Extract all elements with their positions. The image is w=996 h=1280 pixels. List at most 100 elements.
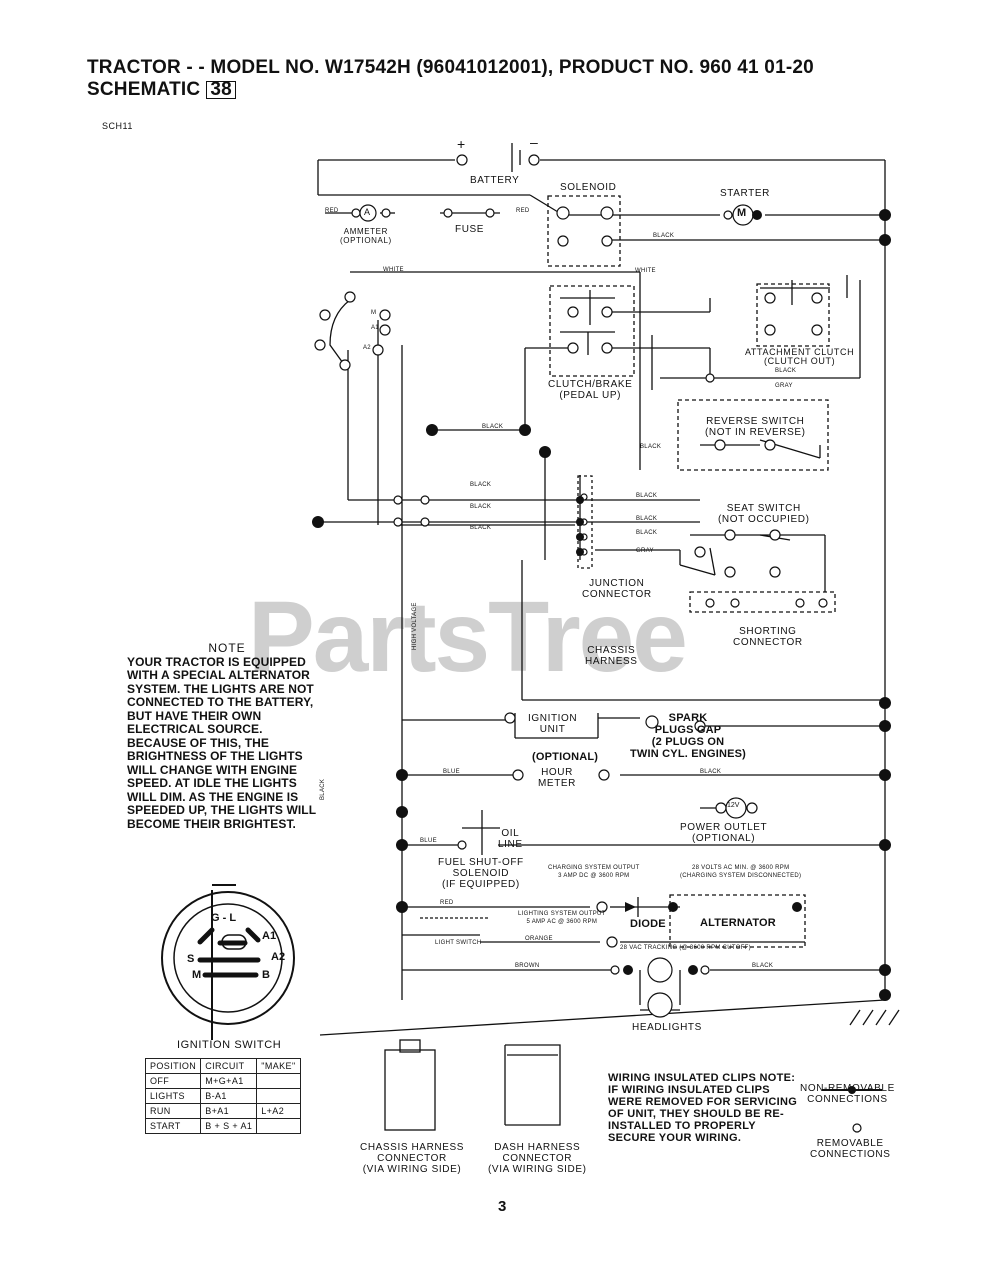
table-row: LIGHTS B-A1: [144, 1088, 301, 1104]
alternator-note: NOTE YOUR TRACTOR IS EQUIPPED WITH A SPE…: [127, 641, 317, 831]
row-position: RUN: [144, 1103, 202, 1119]
note-heading: NOTE: [208, 641, 246, 655]
wire-brown: BROWN: [515, 963, 540, 969]
shorting-connector-label: SHORTING CONNECTOR: [733, 626, 803, 648]
table-row: OFF M+G+A1: [144, 1073, 301, 1089]
battery-minus: –: [530, 134, 538, 150]
row-position: START: [144, 1118, 202, 1134]
diode-label: DIODE: [630, 918, 666, 930]
terminal-a2: A2: [363, 345, 371, 351]
light-switch-label: LIGHT SWITCH: [435, 940, 482, 946]
switch-terminal-m: M: [192, 969, 202, 981]
wire-black-3: BLACK: [640, 444, 662, 450]
chassis-harness-label: CHASSIS HARNESS: [585, 645, 638, 667]
spark-plugs-label: SPARK PLUGS GAP (2 PLUGS ON TWIN CYL. EN…: [630, 712, 747, 760]
battery-label: BATTERY: [470, 175, 520, 186]
page-number: 3: [498, 1198, 507, 1215]
row-make: [256, 1118, 301, 1134]
row-make: L+A2: [256, 1103, 301, 1119]
row-position: OFF: [144, 1073, 202, 1089]
ammeter-label: AMMETER (OPTIONAL): [340, 227, 392, 245]
ignition-unit-label: IGNITION UNIT: [528, 713, 578, 735]
watermark: PartsTree: [248, 581, 688, 693]
wire-gray-2: GRAY: [636, 548, 654, 554]
wire-black-6: BLACK: [470, 525, 492, 531]
row-position: LIGHTS: [144, 1088, 202, 1104]
row-circuit: B-A1: [200, 1088, 258, 1104]
wire-black-4: BLACK: [470, 482, 492, 488]
attachment-clutch-label: ATTACHMENT CLUTCH (CLUTCH OUT): [745, 347, 855, 366]
ammeter-symbol: A: [364, 207, 371, 217]
seat-switch-label: SEAT SWITCH (NOT OCCUPIED): [718, 503, 810, 525]
oil-line-label: OIL LINE: [498, 828, 523, 850]
header-position: POSITION: [144, 1058, 202, 1074]
clutch-brake-label: CLUTCH/BRAKE (PEDAL UP): [548, 379, 633, 401]
row-circuit: M+G+A1: [200, 1073, 258, 1089]
power-outlet-label: POWER OUTLET (OPTIONAL): [680, 822, 768, 844]
ignition-switch-label: IGNITION SWITCH: [177, 1039, 282, 1051]
schematic-label: SCHEMATIC: [87, 79, 201, 100]
motor-symbol: M: [737, 207, 747, 219]
chassis-connector-label: CHASSIS HARNESS CONNECTOR (VIA WIRING SI…: [360, 1142, 465, 1175]
reverse-switch-label: REVERSE SWITCH (NOT IN REVERSE): [705, 416, 806, 438]
junction-connector-label: JUNCTION CONNECTOR: [582, 578, 652, 600]
header-make: "MAKE": [256, 1058, 301, 1074]
hour-meter-optional: (OPTIONAL): [532, 751, 599, 763]
alternator-label: ALTERNATOR: [700, 917, 776, 929]
table-header: POSITION CIRCUIT "MAKE": [144, 1058, 301, 1074]
schematic-code: SCH11: [102, 121, 133, 131]
hour-meter-label: HOUR METER: [538, 767, 576, 789]
wire-black-vert: BLACK: [320, 778, 326, 800]
switch-terminal-s: S: [187, 953, 195, 965]
page-title: TRACTOR - - MODEL NO. W17542H (960410120…: [87, 57, 814, 101]
wire-gray-1: GRAY: [775, 383, 793, 389]
wire-orange: ORANGE: [525, 936, 553, 942]
wire-black-5: BLACK: [470, 504, 492, 510]
wire-high-voltage: HIGH VOLTAGE: [412, 602, 418, 650]
ac-output-label: 28 VOLTS AC MIN. @ 3600 RPM (CHARGING SY…: [680, 865, 802, 879]
wiring-clips-note: WIRING INSULATED CLIPS NOTE: IF WIRING I…: [608, 1072, 798, 1144]
wire-black-10: BLACK: [700, 769, 722, 775]
wire-black-9: BLACK: [636, 530, 658, 536]
title-line-2: SCHEMATIC 38: [87, 79, 814, 101]
terminal-m: M: [371, 310, 377, 316]
switch-terminal-a2: A2: [271, 951, 286, 963]
solenoid-label: SOLENOID: [560, 182, 617, 193]
lighting-output-label: LIGHTING SYSTEM OUTPUT 5 AMP AC @ 3600 R…: [518, 911, 606, 925]
power-outlet-symbol: 12V: [727, 802, 740, 809]
wire-white-1: WHITE: [383, 267, 404, 273]
charging-output-label: CHARGING SYSTEM OUTPUT 3 AMP DC @ 3600 R…: [548, 865, 640, 879]
wire-red-1: RED: [325, 208, 339, 214]
row-make: [256, 1073, 301, 1089]
legend-removable: REMOVABLE CONNECTIONS: [810, 1138, 891, 1160]
wire-black-attach: BLACK: [775, 368, 797, 374]
table-row: RUN B+A1 L+A2: [144, 1103, 301, 1119]
row-circuit: B + S + A1: [200, 1118, 258, 1134]
fuel-solenoid-label: FUEL SHUT-OFF SOLENOID (IF EQUIPPED): [438, 857, 524, 890]
table-row: START B + S + A1: [144, 1118, 301, 1134]
legend-non-removable: NON-REMOVABLE CONNECTIONS: [800, 1083, 895, 1105]
schematic-number: 38: [206, 80, 236, 99]
switch-terminal-gl: G - L: [211, 912, 237, 924]
wire-red-3: RED: [440, 900, 454, 906]
position-table: POSITION CIRCUIT "MAKE" OFF M+G+A1 LIGHT…: [144, 1058, 301, 1134]
wire-black-8: BLACK: [636, 516, 658, 522]
ac-tracking-label: 28 VAC TRACKING (@ 3600 RPM CUTOFF): [620, 945, 751, 951]
wire-black-2: BLACK: [482, 424, 504, 430]
wire-white-2: WHITE: [635, 268, 656, 274]
switch-terminal-a1: A1: [262, 930, 277, 942]
wire-black-7: BLACK: [636, 493, 658, 499]
header-circuit: CIRCUIT: [200, 1058, 258, 1074]
wire-black-starter: BLACK: [653, 233, 675, 239]
title-line-1: TRACTOR - - MODEL NO. W17542H (960410120…: [87, 57, 814, 78]
wire-black-11: BLACK: [752, 963, 774, 969]
starter-label: STARTER: [720, 188, 770, 199]
terminal-a1: A1: [371, 325, 379, 331]
wire-red-2: RED: [516, 208, 530, 214]
battery-plus: +: [457, 136, 466, 152]
wire-blue-1: BLUE: [443, 769, 460, 775]
headlights-label: HEADLIGHTS: [632, 1022, 702, 1033]
wire-blue-2: BLUE: [420, 838, 437, 844]
note-body: YOUR TRACTOR IS EQUIPPED WITH A SPECIAL …: [127, 654, 316, 831]
